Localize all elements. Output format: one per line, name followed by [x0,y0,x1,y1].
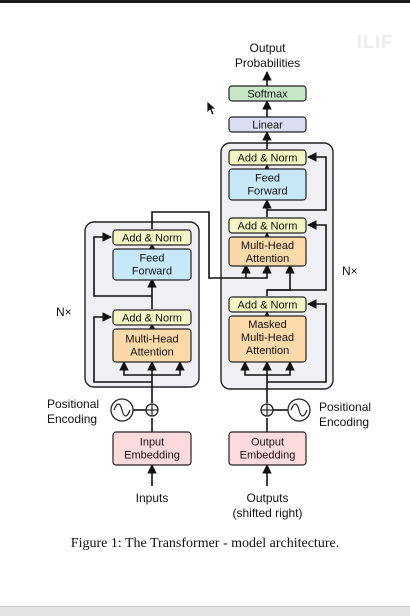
linear-block [228,116,307,133]
outputs-label-line1: Outputs [246,491,288,505]
encoder-positional-line1: Positional [47,397,99,411]
input-embedding-line1: Input [140,437,164,449]
decoder-add-norm-top [228,149,307,166]
decoder-add-norm-middle [228,217,307,234]
decoder-multi-head-attention [228,236,307,267]
sine-wave-icon [290,403,308,417]
encoder-add-norm-top [112,229,192,246]
encoder-add-norm-bottom-label: Add & Norm [122,313,182,325]
output-embedding [228,431,307,466]
decoder-mha-line1: Multi-Head [241,240,294,252]
decoder-positional-line1: Positional [319,400,371,414]
decoder-masked-line2: Multi-Head [241,332,294,344]
encoder-ff-line2: Forward [132,266,172,278]
decoder-masked-line3: Attention [246,345,289,357]
encoder-nx-label: N× [56,305,72,319]
decoder-masked-line1: Masked [248,319,287,331]
encoder-add-norm-top-label: Add & Norm [122,233,182,245]
top-bar [0,0,410,3]
encoder-mha-line2: Attention [130,347,173,359]
output-probabilities-line2: Probabilities [235,56,300,70]
softmax-block [228,85,307,102]
decoder-positional-line2: Encoding [319,415,369,429]
decoder-nx-label: N× [342,264,358,278]
bottom-bar [0,606,410,616]
encoder-feed-forward [112,248,192,281]
softmax-label: Softmax [247,89,288,101]
mouse-cursor-icon [206,100,216,116]
watermark: ILIF [357,32,393,52]
decoder-add-norm-bottom [228,296,307,313]
figure-caption: Figure 1: The Transformer - model archit… [70,536,340,551]
decoder-masked-attention [228,315,307,363]
output-embedding-line1: Output [251,437,284,449]
decoder-add-norm-top-label: Add & Norm [238,153,298,165]
input-embedding [112,431,192,466]
inputs-label: Inputs [136,491,169,505]
encoder-multi-head-attention [112,328,192,363]
decoder-ff-line1: Feed [255,173,280,185]
decoder-feed-forward [228,168,307,201]
output-embedding-line2: Embedding [240,450,296,462]
sine-wave-icon [113,403,131,417]
encoder-positional-line2: Encoding [47,412,97,426]
decoder-add-norm-bottom-label: Add & Norm [238,300,298,312]
encoder-mha-line1: Multi-Head [125,334,178,346]
decoder-mha-line2: Attention [246,253,289,265]
decoder-add-norm-middle-label: Add & Norm [238,221,298,233]
input-embedding-line2: Embedding [124,450,180,462]
encoder-add-norm-bottom [112,309,192,326]
decoder-ff-line2: Forward [247,186,287,198]
output-probabilities-line1: Output [249,41,286,55]
outputs-label-line2: (shifted right) [232,506,302,520]
linear-label: Linear [252,120,283,132]
encoder-ff-line1: Feed [139,253,164,265]
